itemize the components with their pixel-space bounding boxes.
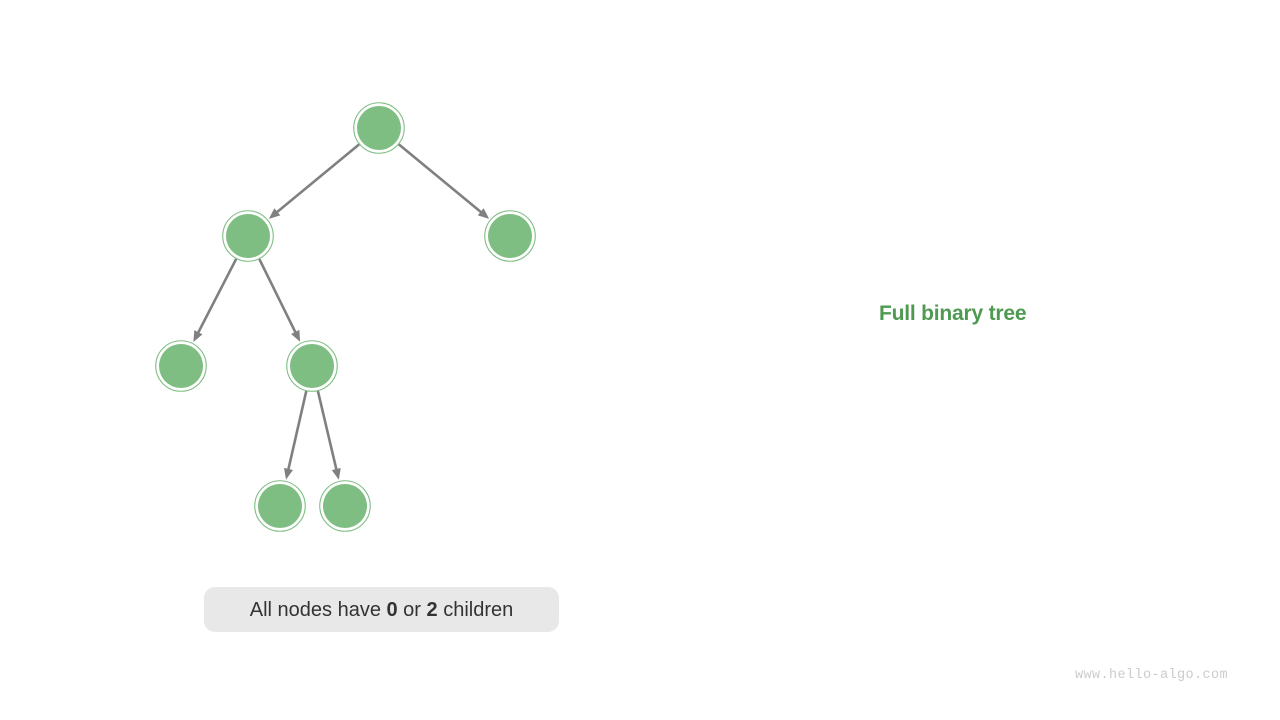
tree-edge-arrowhead (268, 208, 281, 219)
tree-node-circle (159, 344, 203, 388)
tree-edge (316, 390, 339, 473)
tree-edge (398, 143, 484, 215)
caption-suffix: children (437, 598, 514, 621)
caption-box: All nodes have 0 or 2 children (204, 587, 559, 632)
tree-node[interactable] (254, 480, 306, 532)
caption-bold-two: 2 (426, 598, 438, 621)
tree-edge-arrowhead (477, 208, 490, 219)
tree-edge-arrowhead (331, 467, 341, 480)
tree-node-ring (484, 210, 536, 262)
tree-node-ring (222, 210, 274, 262)
tree-node-circle (323, 484, 367, 528)
tree-node-gap (255, 481, 305, 531)
tree-node-gap (485, 211, 535, 261)
tree-node-gap (354, 103, 404, 153)
caption-middle: or (397, 598, 427, 621)
tree-node[interactable] (353, 102, 405, 154)
watermark: www.hello-algo.com (1075, 668, 1229, 683)
tree-node-circle (290, 344, 334, 388)
edge-layer (193, 143, 490, 480)
tree-node-gap (156, 341, 206, 391)
tree-node-circle (226, 214, 270, 258)
caption-text: All nodes have 0 or 2 children (250, 600, 514, 620)
tree-node-gap (287, 341, 337, 391)
tree-edge-arrowhead (283, 467, 293, 480)
caption-prefix: All nodes have (249, 598, 387, 621)
tree-edge (196, 258, 238, 336)
tree-node-gap (223, 211, 273, 261)
tree-edge (274, 143, 360, 215)
tree-node-ring (286, 340, 338, 392)
tree-node[interactable] (222, 210, 274, 262)
tree-edge-arrowhead (193, 330, 203, 342)
tree-node-ring (319, 480, 371, 532)
tree-edge-arrowhead (291, 329, 301, 342)
tree-node[interactable] (155, 340, 207, 392)
tree-node-ring (353, 102, 405, 154)
node-layer (155, 102, 536, 532)
tree-node[interactable] (319, 480, 371, 532)
page-title: Full binary tree (879, 302, 1027, 325)
tree-node-circle (488, 214, 532, 258)
tree-node[interactable] (286, 340, 338, 392)
tree-node[interactable] (484, 210, 536, 262)
tree-edge (286, 390, 308, 473)
tree-node-gap (320, 481, 370, 531)
tree-edge (258, 258, 298, 336)
tree-node-circle (258, 484, 302, 528)
tree-node-ring (155, 340, 207, 392)
caption-bold-zero: 0 (386, 598, 398, 621)
tree-node-circle (357, 106, 401, 150)
tree-node-ring (254, 480, 306, 532)
